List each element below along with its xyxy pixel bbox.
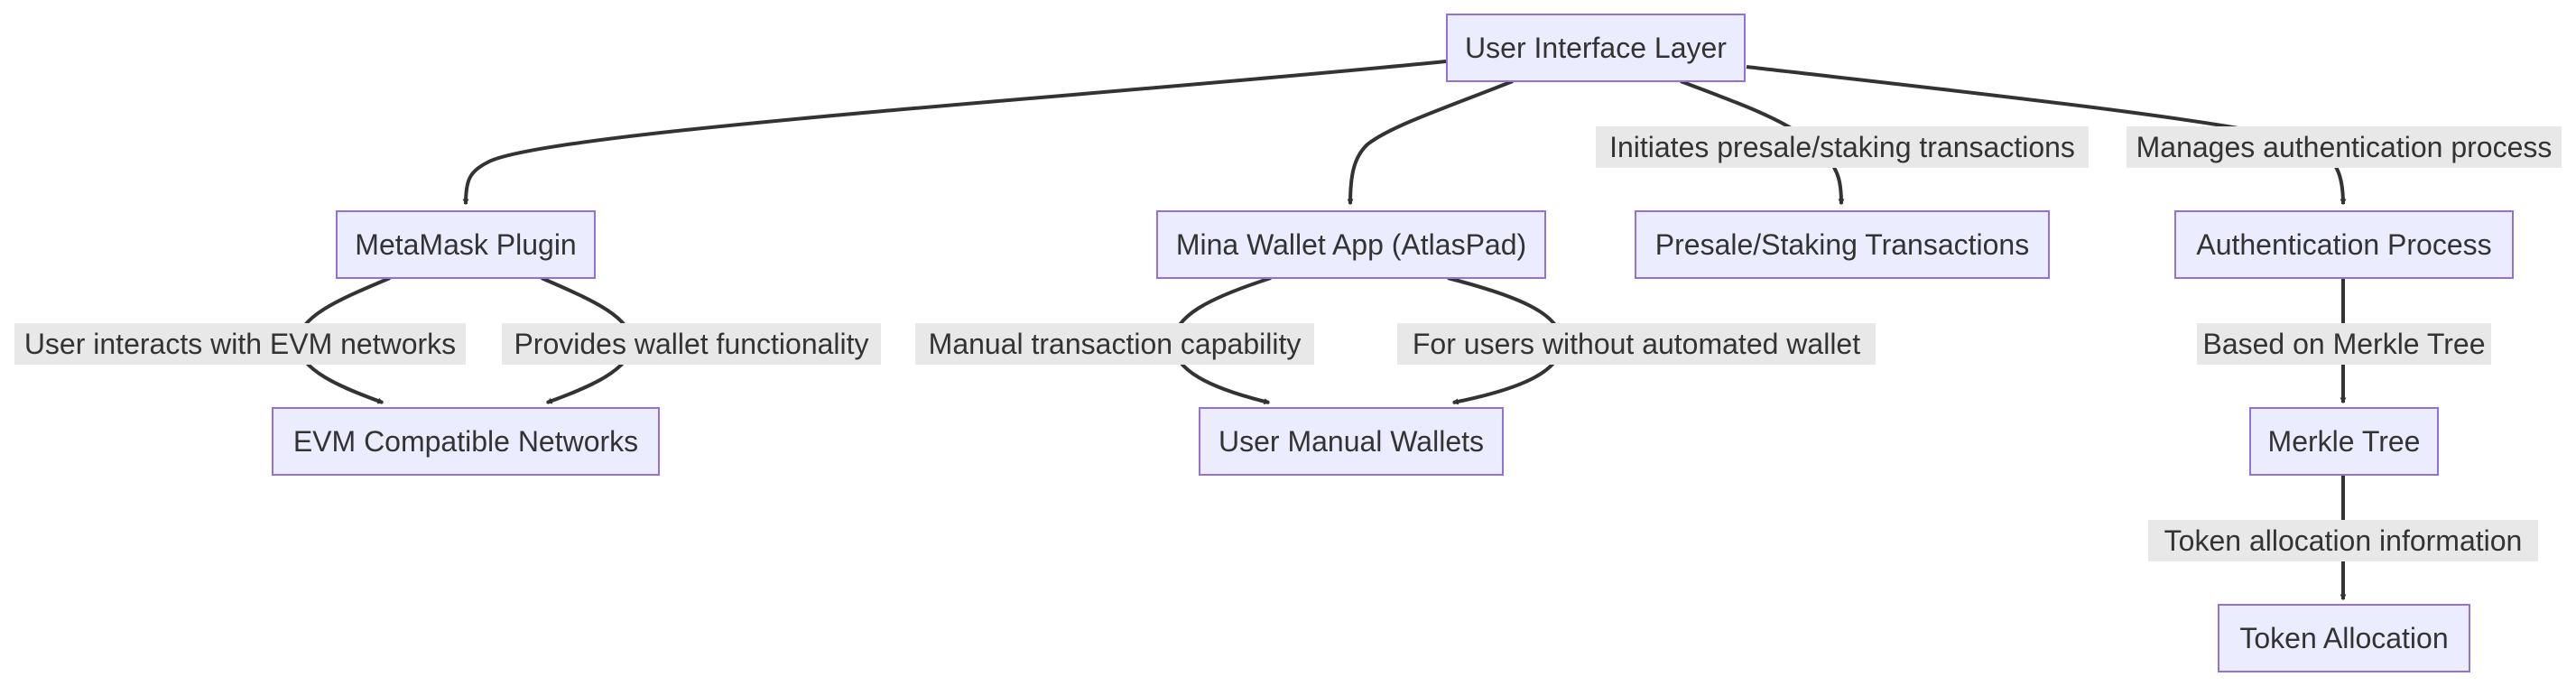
node-token-allocation[interactable]: Token Allocation bbox=[2218, 604, 2470, 672]
svg-text:EVM Compatible Networks: EVM Compatible Networks bbox=[293, 425, 638, 458]
svg-text:Initiates presale/staking tran: Initiates presale/staking transactions bbox=[1609, 131, 2075, 163]
svg-text:Merkle Tree: Merkle Tree bbox=[2268, 425, 2421, 458]
svg-text:Based on Merkle Tree: Based on Merkle Tree bbox=[2202, 328, 2485, 360]
edge-label-merkle-token: Token allocation information bbox=[2148, 520, 2538, 561]
node-mina-wallet-app[interactable]: Mina Wallet App (AtlasPad) bbox=[1156, 210, 1546, 279]
node-user-interface-layer[interactable]: User Interface Layer bbox=[1446, 14, 1746, 82]
svg-text:Manages authentication process: Manages authentication process bbox=[2136, 131, 2553, 163]
node-user-manual-wallets[interactable]: User Manual Wallets bbox=[1199, 407, 1504, 476]
svg-text:MetaMask Plugin: MetaMask Plugin bbox=[355, 228, 576, 261]
edge-ui-mina bbox=[1347, 79, 1514, 206]
edge-label-metamask-evm-2: Provides wallet functionality bbox=[502, 323, 881, 365]
edge-label-metamask-evm-1: User interacts with EVM networks bbox=[14, 323, 466, 365]
svg-text:User Interface Layer: User Interface Layer bbox=[1465, 32, 1727, 64]
svg-text:Authentication Process: Authentication Process bbox=[2196, 228, 2491, 261]
edge-label-mina-manual-2: For users without automated wallet bbox=[1397, 323, 1876, 365]
node-authentication-process[interactable]: Authentication Process bbox=[2174, 210, 2514, 279]
edge-label-mina-manual-1: Manual transaction capability bbox=[915, 323, 1314, 365]
edge-ui-metamask bbox=[462, 60, 1447, 206]
edge-label-ui-presale: Initiates presale/staking transactions bbox=[1596, 126, 2089, 168]
svg-text:Presale/Staking Transactions: Presale/Staking Transactions bbox=[1655, 228, 2029, 261]
edge-label-auth-merkle: Based on Merkle Tree bbox=[2197, 323, 2491, 365]
svg-text:Manual transaction capability: Manual transaction capability bbox=[929, 328, 1302, 360]
edge-label-ui-auth: Manages authentication process bbox=[2127, 126, 2562, 168]
node-evm-compatible-networks[interactable]: EVM Compatible Networks bbox=[272, 407, 660, 476]
svg-text:Token Allocation: Token Allocation bbox=[2239, 622, 2448, 654]
svg-text:Token allocation information: Token allocation information bbox=[2164, 524, 2523, 557]
node-merkle-tree[interactable]: Merkle Tree bbox=[2249, 407, 2439, 476]
svg-text:User Manual Wallets: User Manual Wallets bbox=[1219, 425, 1484, 458]
svg-text:Mina Wallet App (AtlasPad): Mina Wallet App (AtlasPad) bbox=[1176, 228, 1526, 261]
svg-text:User interacts with EVM networ: User interacts with EVM networks bbox=[24, 328, 456, 360]
node-metamask-plugin[interactable]: MetaMask Plugin bbox=[336, 210, 596, 279]
node-presale-staking-transactions[interactable]: Presale/Staking Transactions bbox=[1635, 210, 2050, 279]
svg-text:For users without automated wa: For users without automated wallet bbox=[1413, 328, 1860, 360]
svg-text:Provides wallet functionality: Provides wallet functionality bbox=[514, 328, 868, 360]
